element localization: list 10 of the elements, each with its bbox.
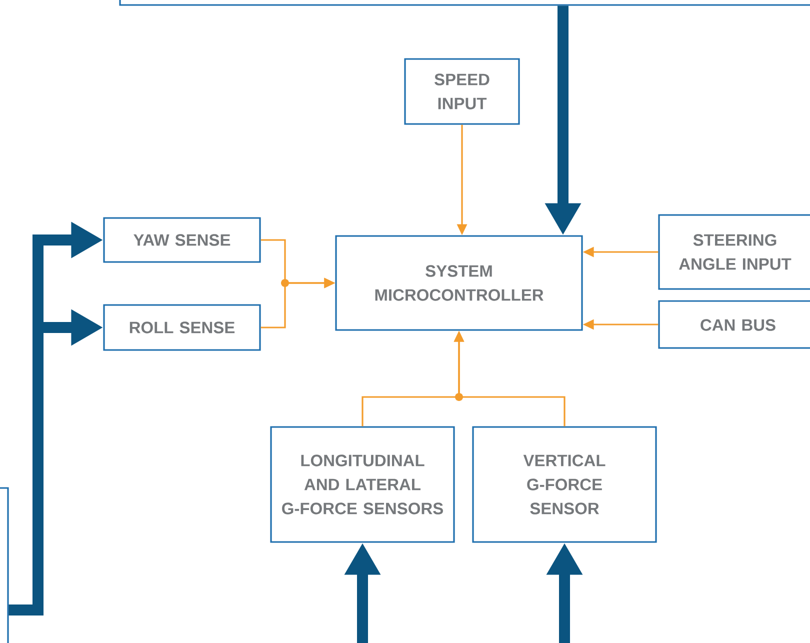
block-box: LONGITUDINAL AND LATERAL G-FORCE SENSORS [270, 426, 455, 543]
block-box [119, 0, 810, 6]
block-box: CAN BUS [658, 300, 810, 349]
block-box: STEERING ANGLE INPUT [658, 214, 810, 290]
block-box: SYSTEM MICROCONTROLLER [335, 235, 583, 331]
block-box: SPEED INPUT [404, 58, 520, 125]
block-box: VERTICAL G-FORCE SENSOR [472, 426, 657, 543]
block-box: ROLL SENSE [103, 304, 261, 351]
block-box [0, 487, 9, 643]
block-box: YAW SENSE [103, 217, 261, 263]
